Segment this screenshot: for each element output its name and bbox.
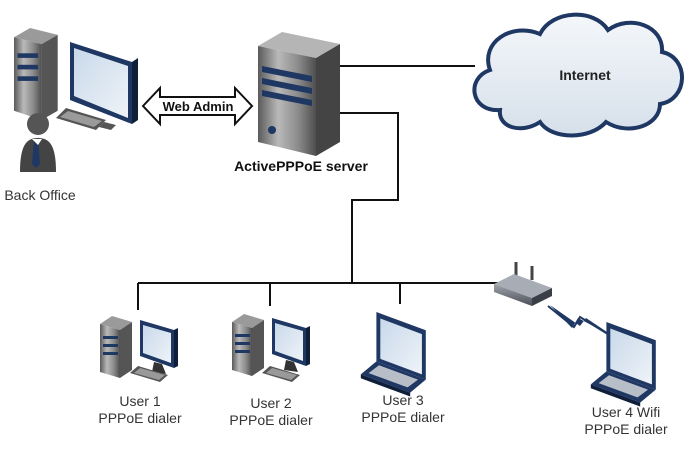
double-arrow-icon — [141, 85, 254, 127]
user4-label: User 4 Wifi PPPoE dialer — [581, 404, 671, 438]
user1-role: PPPoE dialer — [98, 410, 182, 426]
user3-name: User 3 — [382, 392, 424, 408]
monitor-icon — [70, 42, 138, 124]
person-icon — [20, 113, 56, 172]
web-admin-link — [141, 85, 254, 127]
back-office-workstation — [14, 28, 138, 172]
web-admin-label: Web Admin — [162, 99, 234, 114]
wireless-link-icon — [547, 305, 617, 340]
cloud-icon — [472, 12, 684, 138]
user4-role: PPPoE dialer — [584, 421, 668, 437]
user3-laptop-icon — [360, 312, 426, 397]
server-tower-icon — [258, 32, 340, 156]
desktop-pc-icon — [14, 28, 58, 121]
connection-lines — [137, 65, 505, 310]
internet-label: Internet — [559, 67, 611, 83]
user2-desktop-icon — [232, 314, 310, 382]
user4-name: User 4 Wifi — [591, 404, 661, 420]
user2-name: User 2 — [250, 395, 292, 411]
user2-role: PPPoE dialer — [229, 412, 313, 428]
user1-desktop-icon — [100, 316, 178, 382]
user1-name: User 1 — [119, 393, 161, 409]
internet-cloud — [472, 12, 684, 138]
user1-label: User 1 PPPoE dialer — [95, 393, 185, 427]
back-office-label: Back Office — [4, 187, 76, 203]
user3-label: User 3 PPPoE dialer — [358, 392, 448, 426]
user3-role: PPPoE dialer — [361, 409, 445, 425]
user4-laptop-icon — [590, 322, 656, 407]
wifi-router-icon — [494, 262, 552, 306]
keyboard-icon — [56, 108, 116, 130]
server-label: ActivePPPoE server — [234, 158, 368, 174]
user2-label: User 2 PPPoE dialer — [226, 395, 316, 429]
server-lan-link — [340, 112, 399, 283]
